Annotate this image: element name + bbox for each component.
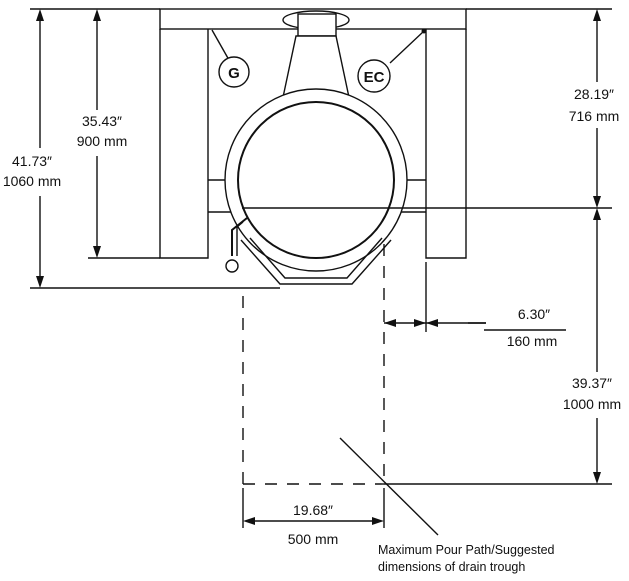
callout-ec: EC xyxy=(357,28,427,93)
dim-pivot-height-mm: 716 mm xyxy=(569,108,620,124)
extension-lines xyxy=(30,8,612,485)
dim-pivot-height-in: 28.19″ xyxy=(574,86,614,102)
arrow-down xyxy=(93,246,101,258)
arrow-right-in xyxy=(414,319,426,327)
pivot-neck xyxy=(297,13,337,37)
dim-pour-width-mm: 500 mm xyxy=(288,531,339,547)
pour-path-note: Maximum Pour Path/Suggested dimensions o… xyxy=(339,437,555,574)
arrow-up xyxy=(93,9,101,21)
callout-ec-circle xyxy=(357,59,391,93)
note-line-2: dimensions of drain trough xyxy=(378,560,525,574)
callout-ec-dot xyxy=(421,28,427,34)
arrow-right xyxy=(372,517,384,525)
callout-ec-leader xyxy=(389,30,425,64)
dim-overall-height-in: 41.73″ xyxy=(12,153,52,169)
dimension-offset: 6.30″ 160 mm xyxy=(384,306,566,349)
dim-pour-length-mm: 1000 mm xyxy=(563,396,621,412)
kettle-inner-shell xyxy=(237,101,395,259)
arrow-left xyxy=(243,517,255,525)
kettle-vessel xyxy=(224,88,408,285)
pivot-column xyxy=(281,10,351,103)
pour-lip-inner xyxy=(249,237,383,279)
pour-path xyxy=(242,244,385,528)
callout-g: G xyxy=(211,29,250,88)
arrow-down xyxy=(593,196,601,208)
right-column xyxy=(425,29,467,259)
dim-overall-height-mm: 1060 mm xyxy=(3,173,61,189)
arrow-down xyxy=(36,276,44,288)
callout-g-circle xyxy=(218,56,250,88)
kettle-outer-ring xyxy=(224,88,408,272)
dim-overall-label-bg xyxy=(2,148,62,196)
callout-ec-label: EC xyxy=(364,69,385,86)
left-column xyxy=(159,29,209,259)
note-line-1: Maximum Pour Path/Suggested xyxy=(378,543,555,557)
callout-g-leader xyxy=(211,29,230,61)
arrow-up xyxy=(593,208,601,220)
dim-pour-width-in: 19.68″ xyxy=(293,502,333,518)
arrow-left-in xyxy=(384,319,396,327)
dimension-pivot-height: 28.19″ 716 mm xyxy=(560,9,628,208)
dimension-overall-height: 41.73″ 1060 mm xyxy=(2,9,62,288)
dim-frame-height-mm: 900 mm xyxy=(77,133,128,149)
drain-handle-inner xyxy=(236,221,244,256)
arrow-left-out xyxy=(426,319,438,327)
dim-pour-length-label-bg xyxy=(550,372,628,418)
arrow-down xyxy=(593,472,601,484)
dim-offset-in: 6.30″ xyxy=(518,306,550,322)
dim-frame-height-in: 35.43″ xyxy=(82,113,122,129)
dim-pivot-label-bg xyxy=(560,82,628,128)
dimension-frame-height: 35.43″ 900 mm xyxy=(64,9,134,258)
callout-g-label: G xyxy=(228,65,240,82)
dimension-pour-width: 19.68″ 500 mm xyxy=(243,502,384,547)
pour-lip xyxy=(240,239,392,285)
dim-frame-label-bg xyxy=(64,110,134,156)
arrow-up xyxy=(36,9,44,21)
dim-pour-length-in: 39.37″ xyxy=(572,375,612,391)
dimension-pour-length: 39.37″ 1000 mm xyxy=(550,208,628,484)
drain-knob[interactable] xyxy=(225,259,239,273)
note-leader xyxy=(339,437,439,536)
dim-offset-mm: 160 mm xyxy=(507,333,558,349)
arrow-up xyxy=(593,9,601,21)
